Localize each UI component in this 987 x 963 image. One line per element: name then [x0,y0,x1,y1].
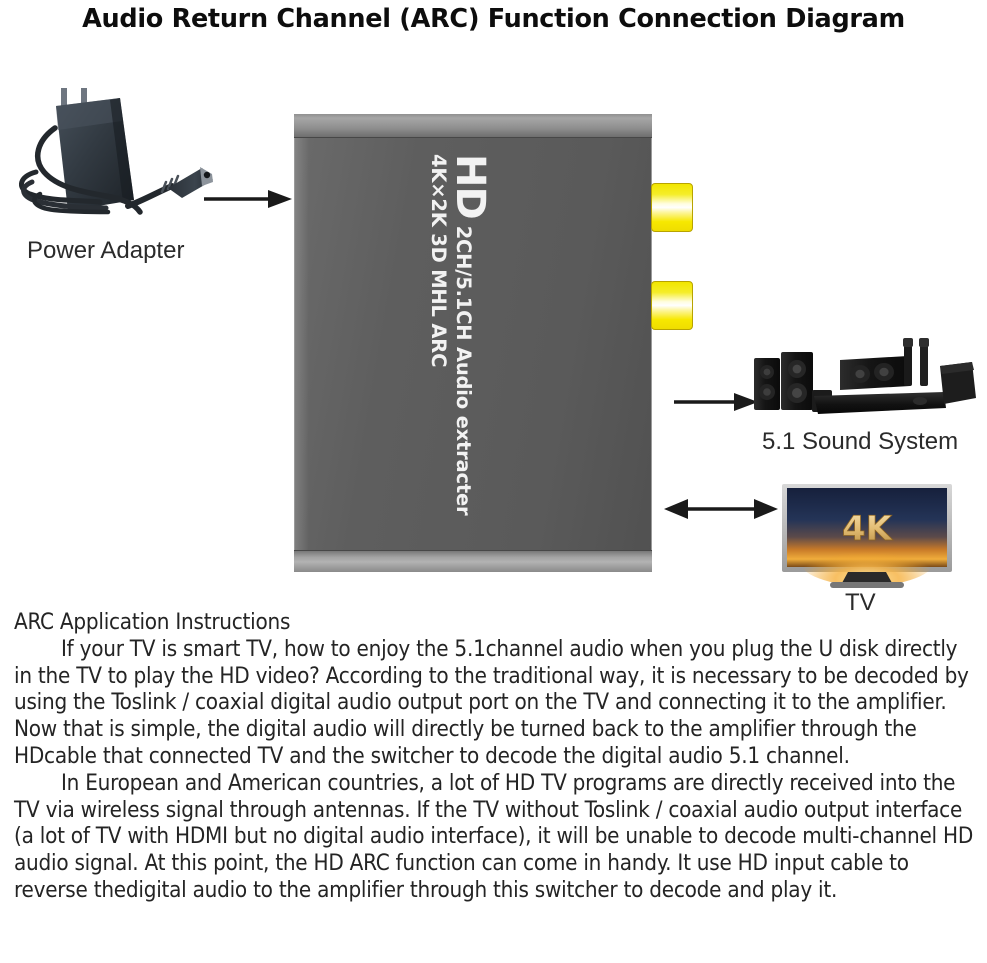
device-top-panel [294,114,652,138]
arrow-device-to-speakers-icon [674,393,758,411]
sound-system-image [748,338,980,420]
arrow-device-to-tv-icon [664,499,778,519]
instructions-paragraph-2: In European and American countries, a lo… [14,769,974,903]
page-title: Audio Return Channel (ARC) Function Conn… [82,4,905,34]
tv-image: 4K [782,484,952,589]
device-spec-text: 4K×2K 3D MHL ARC [427,154,450,368]
power-adapter-image [10,88,215,238]
device-brand-text: HD [447,154,493,219]
instructions-section: ARC Application Instructions If your TV … [14,609,980,904]
tv-screen-text: 4K [842,509,894,549]
rca-connector-top [651,183,693,232]
rca-connector-bottom [651,281,693,330]
tv-label: TV [845,589,876,616]
arrow-power-to-device-icon [204,190,292,208]
device-bottom-panel [294,550,652,572]
tv-icon: 4K [782,484,952,588]
instructions-heading: ARC Application Instructions [14,609,291,635]
power-adapter-label: Power Adapter [27,237,185,264]
device-body [294,114,652,572]
speaker-system-icon [754,338,976,414]
device-model-text: 2CH/5.1CH Audio extracter [452,225,475,516]
hd-audio-extractor-device: HD 2CH/5.1CH Audio extracter 4K×2K 3D MH… [294,114,693,572]
instructions-paragraph-1: If your TV is smart TV, how to enjoy the… [14,635,969,769]
power-adapter-icon [19,88,213,215]
sound-system-label: 5.1 Sound System [762,428,959,455]
device-silkscreen-label: HD 2CH/5.1CH Audio extracter 4K×2K 3D MH… [420,154,493,584]
connection-diagram: Power Adapter HD 2CH/5.1CH Audio extract… [10,88,980,616]
